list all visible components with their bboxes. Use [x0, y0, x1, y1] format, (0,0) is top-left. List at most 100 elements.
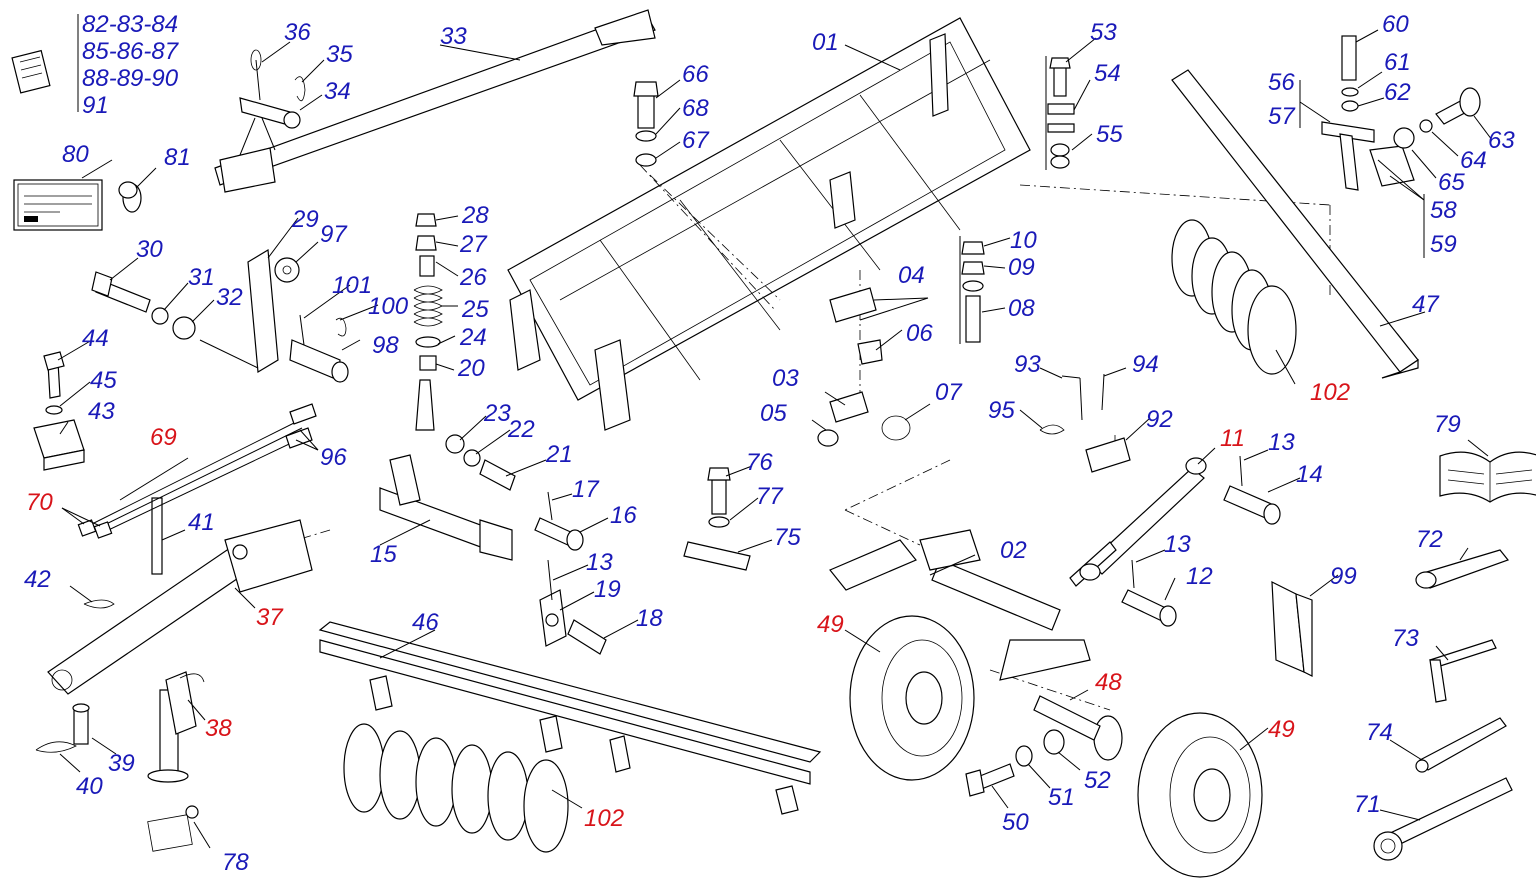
- label-49-b: 49: [1268, 716, 1295, 743]
- label-02: 02: [1000, 537, 1027, 564]
- label-58: 58: [1430, 197, 1457, 224]
- label-97: 97: [320, 221, 348, 248]
- label-51: 51: [1048, 784, 1075, 811]
- disc-gang-46: [343, 723, 569, 853]
- hub-48: [1033, 695, 1123, 761]
- label-55: 55: [1096, 121, 1123, 148]
- label-decal-group-3: 88-89-90: [82, 65, 179, 92]
- pin-12: [1121, 559, 1177, 627]
- label-63: 63: [1488, 127, 1515, 154]
- label-56: 56: [1268, 69, 1295, 96]
- label-71: 71: [1354, 791, 1381, 818]
- bolt-set-21: [445, 434, 516, 491]
- label-39: 39: [108, 750, 135, 777]
- label-13-a: 13: [1268, 429, 1295, 456]
- jack-stand: [147, 671, 205, 783]
- label-05: 05: [760, 400, 787, 427]
- label-10: 10: [1010, 227, 1037, 254]
- label-77: 77: [756, 483, 784, 510]
- label-09: 09: [1008, 254, 1035, 281]
- leader-lines: [57, 29, 1493, 849]
- label-93: 93: [1014, 351, 1041, 378]
- label-62: 62: [1384, 79, 1411, 106]
- bolt-set-50: [965, 729, 1065, 797]
- label-42: 42: [24, 566, 51, 593]
- label-52: 52: [1084, 767, 1111, 794]
- label-49-a: 49: [817, 611, 844, 638]
- label-99: 99: [1330, 563, 1357, 590]
- label-20: 20: [457, 355, 485, 382]
- label-32: 32: [216, 284, 243, 311]
- label-65: 65: [1438, 169, 1465, 196]
- label-74: 74: [1366, 719, 1393, 746]
- label-decal-group-2: 85-86-87: [82, 38, 180, 65]
- label-decal-group-1: 82-83-84: [82, 11, 178, 38]
- label-26: 26: [459, 264, 487, 291]
- clamp-04: [817, 287, 911, 447]
- label-80: 80: [62, 141, 89, 168]
- hydraulic-cylinder: [1069, 457, 1207, 587]
- pin-set-92: [1039, 373, 1131, 473]
- scraper-bracket: [1299, 35, 1481, 258]
- pin-41: [151, 497, 163, 575]
- label-43: 43: [88, 398, 115, 425]
- label-45: 45: [90, 367, 117, 394]
- drawbar: [214, 9, 656, 193]
- label-60: 60: [1382, 11, 1409, 38]
- decal-set: [11, 14, 79, 112]
- clip-42: [83, 599, 115, 609]
- label-92: 92: [1146, 406, 1173, 433]
- label-17: 17: [572, 476, 600, 503]
- spring-stack: [413, 213, 443, 431]
- label-01: 01: [812, 29, 839, 56]
- pin-18: [539, 559, 607, 655]
- label-78: 78: [222, 849, 249, 876]
- label-50: 50: [1002, 809, 1029, 836]
- wrench-71: [1373, 777, 1513, 861]
- label-18: 18: [636, 605, 663, 632]
- wrench-72: [1415, 549, 1509, 589]
- tool-bar-47: [1171, 69, 1419, 379]
- label-14: 14: [1296, 461, 1323, 488]
- label-54: 54: [1094, 60, 1121, 87]
- label-15: 15: [370, 541, 397, 568]
- label-75: 75: [774, 524, 801, 551]
- label-79: 79: [1434, 411, 1461, 438]
- axle-02: [829, 529, 1091, 681]
- label-22: 22: [507, 416, 535, 443]
- label-81: 81: [164, 144, 191, 171]
- label-94: 94: [1132, 351, 1159, 378]
- label-07: 07: [935, 379, 963, 406]
- label-27: 27: [459, 231, 488, 258]
- label-69: 69: [150, 424, 177, 451]
- label-48: 48: [1095, 669, 1122, 696]
- label-19: 19: [594, 576, 621, 603]
- label-25: 25: [461, 296, 489, 323]
- label-04: 04: [898, 262, 925, 289]
- label-21: 21: [545, 441, 573, 468]
- label-decal-group-4: 91: [82, 92, 109, 119]
- label-76: 76: [746, 449, 773, 476]
- bolt-set-30: [91, 271, 196, 340]
- pin-assembly-top: [239, 49, 306, 156]
- bolt-set-66: [633, 81, 659, 167]
- label-44: 44: [82, 325, 109, 352]
- safety-chain: [147, 805, 199, 852]
- id-plate: [13, 179, 103, 231]
- label-98: 98: [372, 332, 399, 359]
- wrench-73: [1429, 639, 1497, 703]
- bolt-set-53: [1045, 56, 1075, 170]
- bolt-set-08: [959, 236, 985, 344]
- label-66: 66: [682, 61, 709, 88]
- label-03: 03: [772, 365, 799, 392]
- label-61: 61: [1384, 49, 1411, 76]
- wheel-front: [849, 615, 975, 781]
- pin-14: [1223, 455, 1281, 525]
- part-labels: 01 02 03 04 05 06 07 08 09 10 11 12 13 1…: [24, 11, 1515, 876]
- label-72: 72: [1416, 526, 1443, 553]
- label-59: 59: [1430, 231, 1457, 258]
- label-33: 33: [440, 23, 467, 50]
- tool-bar-15: [379, 454, 513, 561]
- label-30: 30: [136, 236, 163, 263]
